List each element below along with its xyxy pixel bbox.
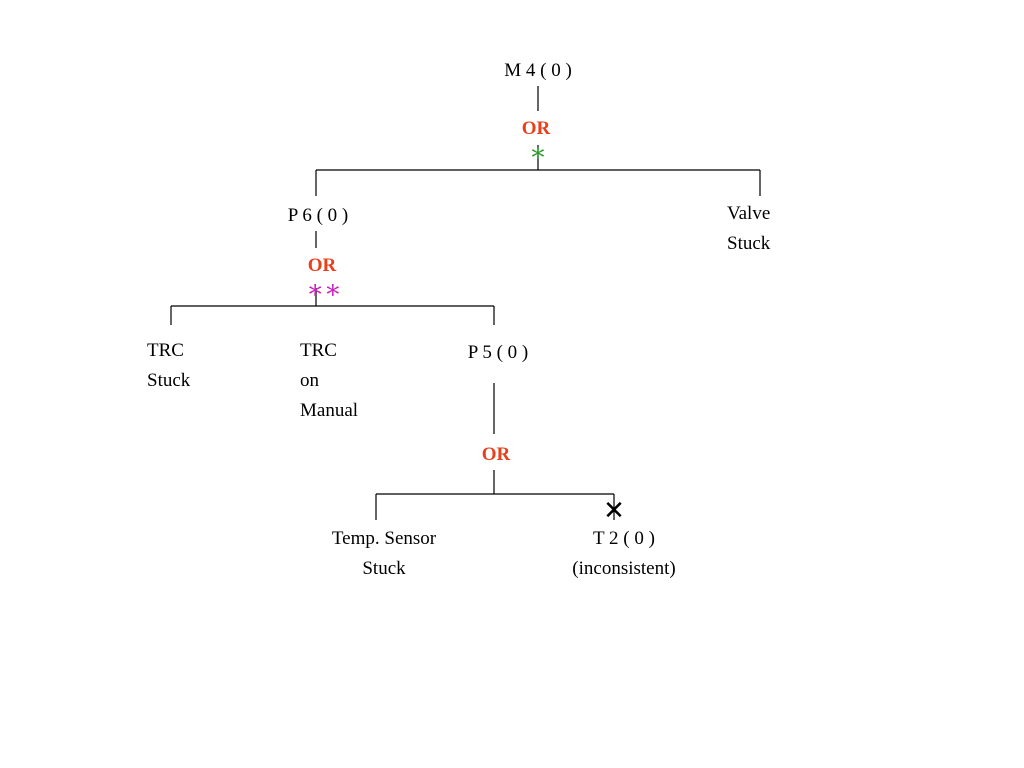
node-t2-line-1: T 2 ( 0 ) [593,528,655,549]
node-trc-stuck-line-2: Stuck [147,370,191,391]
node-p6-label: P 6 ( 0 ) [287,205,349,226]
node-p6: P 6 ( 0 ) [288,201,349,231]
node-temp-sensor-line-2: Stuck [362,558,406,579]
gate-or-p6-asterisk-icon: ∗∗ [306,275,342,304]
node-p5-label: P 5 ( 0 ) [467,342,529,363]
node-m4-label: M 4 ( 0 ) [504,60,572,81]
node-temp-sensor-stuck: Temp. Sensor Stuck [332,524,436,584]
gate-or-p6: OR∗∗ [302,254,342,304]
gate-or-root-label: OR [521,118,551,139]
node-valve-line-1: Valve [727,203,771,224]
t2-cross-mark: ✕ [603,496,625,525]
node-valve-line-2: Stuck [727,233,771,254]
node-temp-sensor-line-1: Temp. Sensor [331,528,437,549]
node-trc-manual: TRC on Manual [300,336,358,426]
gate-or-p5-label: OR [481,444,511,465]
node-trc-manual-line-1: TRC [300,340,337,361]
node-m4: M 4 ( 0 ) [504,56,572,86]
node-trc-manual-line-2: on [300,370,319,391]
node-t2: T 2 ( 0 ) (inconsistent) [572,524,675,584]
node-trc-manual-line-3: Manual [300,400,359,421]
gate-or-root: OR∗ [521,117,551,167]
node-p5: P 5 ( 0 ) [468,338,529,368]
node-trc-stuck-line-1: TRC [147,340,184,361]
node-trc-stuck: TRC Stuck [147,336,190,396]
gate-or-p6-label: OR [307,255,337,276]
node-t2-line-2: (inconsistent) [572,558,676,579]
gate-or-root-asterisk-icon: ∗ [529,138,547,167]
gate-or-p5: OR [482,443,511,467]
node-valve-stuck: Valve Stuck [727,199,770,259]
